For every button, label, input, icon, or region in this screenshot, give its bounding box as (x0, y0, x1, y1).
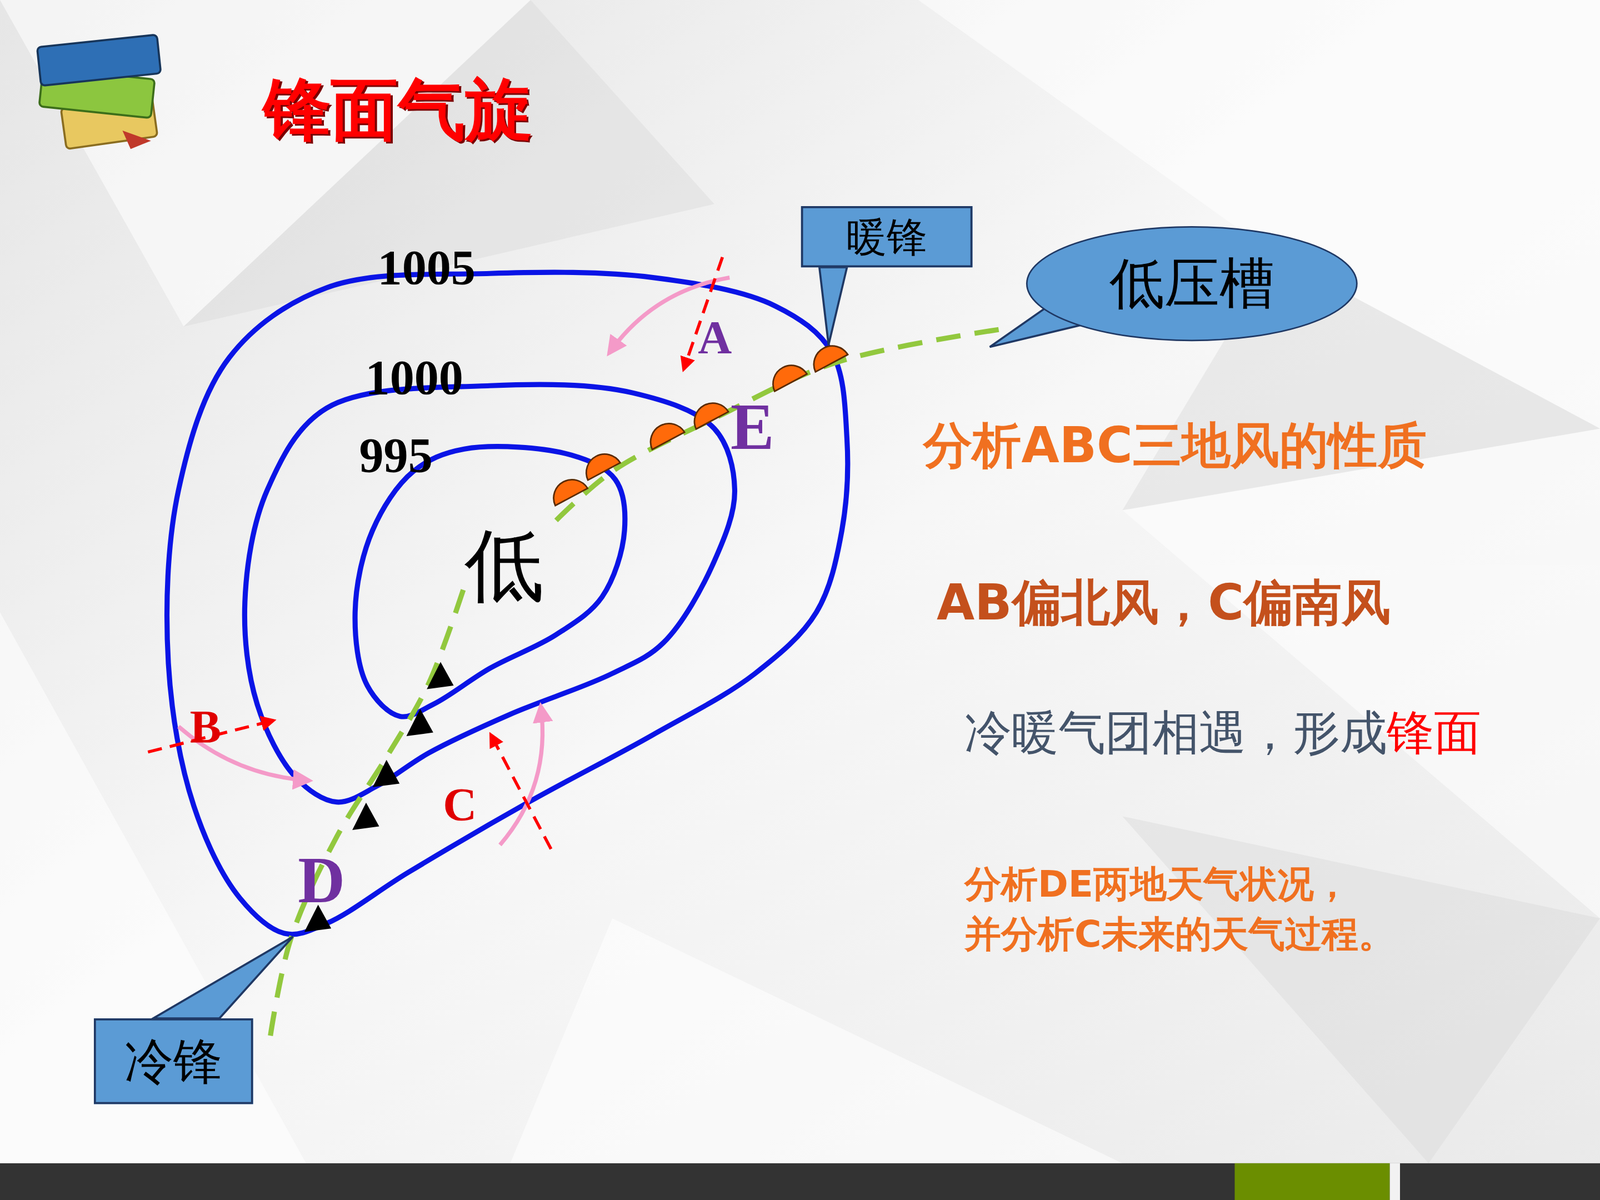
callout-tails (153, 267, 1084, 1019)
point-label: B (190, 702, 222, 754)
question-text: 分析DE两地天气状况， 并分析C未来的天气过程。 (964, 860, 1495, 960)
point-label: A (697, 312, 732, 364)
point-label: E (730, 391, 774, 464)
warm-front-symbol (772, 365, 807, 392)
note-highlight: 锋面 (1386, 707, 1481, 759)
point-label: D (297, 845, 345, 917)
callout-text: 冷锋 (124, 1034, 223, 1089)
isobar (355, 446, 625, 717)
warm-front-symbol (694, 403, 729, 430)
footer-accent (1234, 1163, 1390, 1200)
point-label: C (442, 779, 477, 832)
question-text: 分析ABC三地风的性质 (923, 418, 1427, 473)
isobars (167, 272, 848, 935)
front-line (270, 586, 465, 1036)
answer-text: AB偏北风，C偏南风 (936, 575, 1391, 630)
cold-front-symbol (372, 760, 400, 788)
isobar-value: 995 (359, 428, 433, 483)
footer-gap (1390, 1163, 1400, 1200)
warm-front-symbol (650, 423, 685, 450)
warm-front-symbol (586, 454, 620, 481)
callout-bubble: 低压槽 (1023, 224, 1360, 343)
slide-title: 锋面气旋 (263, 73, 533, 148)
cold-front-symbol (426, 661, 454, 689)
footer-bar (0, 1163, 1600, 1200)
cold-front-symbol (352, 802, 379, 830)
background-facets (0, 0, 1600, 1164)
warm-front-symbol (813, 346, 848, 373)
callout-text: 低压槽 (1109, 253, 1275, 314)
fronts (270, 328, 1005, 1036)
callout-box: 暖锋 (801, 206, 973, 268)
isobar (244, 384, 735, 803)
low-pressure-mark: 低 (464, 522, 544, 610)
isobar (167, 272, 848, 935)
callout-box: 冷锋 (93, 1018, 254, 1104)
warm-front-symbol (553, 479, 588, 506)
background-facets-dark (183, 0, 1600, 1164)
callout-text: 暖锋 (846, 214, 928, 260)
note-text: 冷暖气团相遇，形成 (964, 707, 1387, 759)
isobar-value: 1000 (365, 351, 464, 405)
cold-front-symbol (406, 708, 433, 737)
book-icon (37, 34, 162, 149)
wind-arrows (147, 257, 730, 849)
isobar-value: 1005 (377, 240, 476, 295)
